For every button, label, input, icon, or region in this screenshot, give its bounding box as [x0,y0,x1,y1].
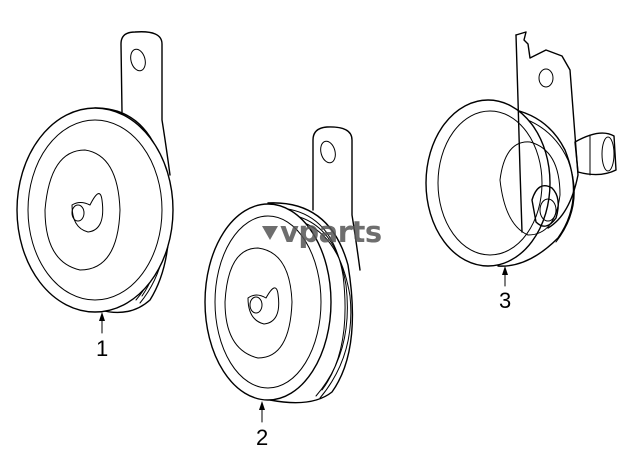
watermark-logo-icon [262,226,278,240]
watermark: vparts [280,215,382,249]
horn-3-bolt [531,185,559,227]
horn-3-mount-hole [538,68,554,88]
horn-2-bracket [312,126,361,271]
callout-3: 3 [499,288,512,313]
horn-1-face [16,107,174,313]
horn-2-face [204,203,332,401]
horn-3 [425,31,617,287]
horn-2-mount-hole [320,140,336,164]
horn-1-mount-hole [130,48,146,72]
callout-1: 1 [96,336,109,361]
horn-1-bracket [120,31,171,176]
horn-1 [16,31,174,334]
horn-3-bracket [515,31,579,229]
horn-2 [204,126,361,423]
horn-3-face [425,99,551,267]
callout-2: 2 [256,425,269,450]
horn-3-connector [574,132,617,176]
